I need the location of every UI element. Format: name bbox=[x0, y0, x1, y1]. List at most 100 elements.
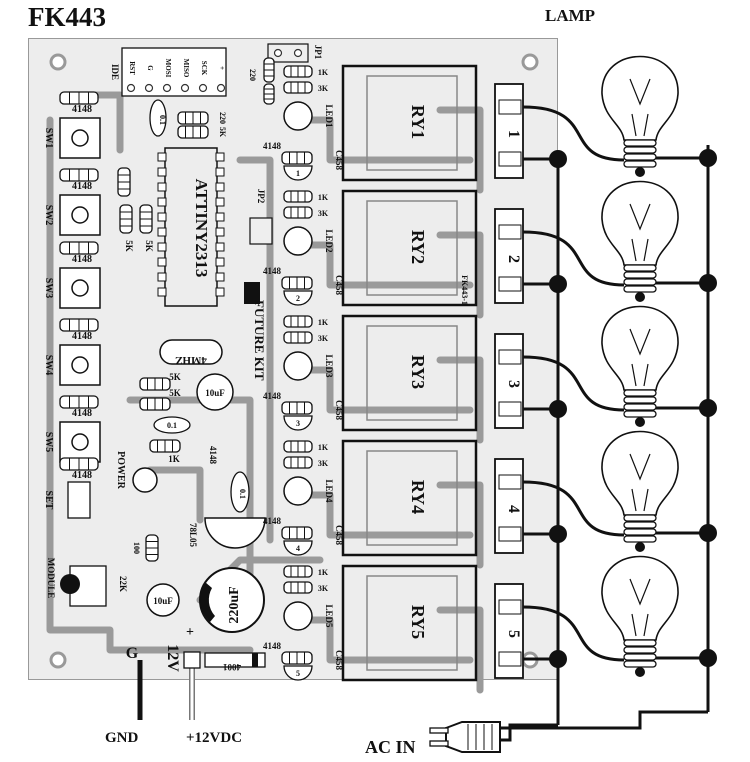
jp2-label: JP2 bbox=[256, 189, 266, 204]
ic-pin bbox=[215, 272, 225, 282]
ic-pin bbox=[215, 242, 225, 252]
res-220-label: 220 bbox=[248, 69, 257, 81]
set-jumper bbox=[67, 481, 91, 519]
lamp-base bbox=[623, 535, 657, 543]
lamp-contact bbox=[635, 667, 645, 677]
lamp-base bbox=[623, 653, 657, 661]
kit-code-label: FK443-1 bbox=[460, 275, 469, 305]
ic-pin bbox=[157, 212, 167, 222]
jumper-pad bbox=[273, 48, 283, 58]
lamp-base bbox=[623, 285, 657, 293]
led-label: LED3 bbox=[324, 354, 334, 378]
transistor-number: 2 bbox=[296, 294, 300, 303]
lamp-contact bbox=[635, 167, 645, 177]
ic-pin bbox=[157, 272, 167, 282]
ide-header bbox=[121, 47, 227, 97]
header-pad bbox=[162, 83, 172, 93]
capacitor-0.1 bbox=[230, 471, 250, 513]
terminal-number: 1 bbox=[505, 130, 522, 138]
status-led bbox=[283, 476, 313, 506]
switch-button bbox=[71, 279, 89, 297]
relay-inner bbox=[366, 575, 458, 671]
lamp-base bbox=[623, 521, 657, 529]
switch-label: SW4 bbox=[43, 355, 54, 376]
ic-label: ATTINY2313 bbox=[192, 179, 211, 278]
module-label: MODULE bbox=[46, 558, 56, 599]
status-led bbox=[283, 601, 313, 631]
res-3k-label: 3K bbox=[318, 209, 329, 218]
res-5k-label: 5K bbox=[144, 240, 154, 252]
header-pin-label: + bbox=[218, 66, 226, 70]
lamp-base bbox=[623, 153, 657, 161]
cap-0.1-label: 0.1 bbox=[158, 115, 167, 125]
ac-plug-prong bbox=[429, 740, 449, 747]
res-3k-label: 3K bbox=[318, 459, 329, 468]
diode-4001-label: 4001 bbox=[223, 662, 242, 672]
transistor-label: C458 bbox=[334, 275, 344, 295]
diode-label: 4148 bbox=[263, 266, 282, 276]
regulator-label: 78L05 bbox=[188, 523, 198, 548]
jumper-jp1 bbox=[267, 43, 309, 63]
lamp-base bbox=[623, 264, 657, 272]
relay-body bbox=[341, 314, 478, 432]
status-led bbox=[283, 101, 313, 131]
ic-pin bbox=[157, 227, 167, 237]
header-pin-label: SCK bbox=[200, 61, 208, 76]
relay-inner bbox=[366, 325, 458, 421]
power-led bbox=[132, 467, 158, 493]
pcb-trace bbox=[296, 366, 474, 414]
lamp-bulb bbox=[601, 430, 679, 516]
pcb-trace bbox=[436, 606, 484, 694]
lamp-filament bbox=[629, 78, 651, 137]
ic-pin bbox=[215, 257, 225, 267]
relay-body bbox=[341, 189, 478, 307]
lamp-base bbox=[623, 639, 657, 647]
header-pad bbox=[216, 83, 226, 93]
capacitor-220uf-band bbox=[200, 582, 215, 622]
res-3k-label: 3K bbox=[318, 84, 329, 93]
ac-plug-prong bbox=[429, 727, 449, 734]
crystal bbox=[159, 339, 223, 365]
res-22k-label: 22K bbox=[118, 576, 128, 592]
cap-0.1-label: 0.1 bbox=[167, 421, 177, 430]
cap-0.1-label: 0.1 bbox=[238, 489, 247, 499]
vdc-label: +12VDC bbox=[186, 730, 243, 746]
relay-inner bbox=[366, 450, 458, 546]
capacitor-10uf bbox=[146, 583, 180, 617]
terminal-screw bbox=[498, 224, 522, 240]
lamp-wire bbox=[522, 480, 625, 537]
ic-pin bbox=[157, 257, 167, 267]
lamp-base bbox=[623, 410, 657, 418]
res-3k-label: 3K bbox=[318, 584, 329, 593]
header-pin-label: MOSI bbox=[164, 59, 172, 78]
res-5k-label: 5K bbox=[169, 372, 181, 382]
res-100-label: 100 bbox=[132, 542, 141, 554]
header-pad bbox=[126, 83, 136, 93]
ac-wire bbox=[500, 710, 708, 730]
diode-label: 4148 bbox=[263, 516, 282, 526]
ac-wire bbox=[500, 723, 558, 742]
lamp-base bbox=[623, 389, 657, 397]
pcb-trace bbox=[436, 356, 484, 444]
ic-pin bbox=[157, 152, 167, 162]
relay-label: RY1 bbox=[408, 105, 428, 139]
jp1-label: JP1 bbox=[313, 45, 323, 60]
ic-body bbox=[164, 147, 218, 307]
jumper-jp2 bbox=[249, 217, 273, 245]
res-1k-label: 1K bbox=[168, 454, 180, 464]
mounting-hole bbox=[49, 53, 67, 71]
capacitor-0.1 bbox=[149, 99, 167, 137]
res-3k-label: 3K bbox=[318, 334, 329, 343]
diode-label: 4148 bbox=[263, 141, 282, 151]
transistor-c458 bbox=[283, 290, 313, 306]
terminal-screw bbox=[498, 651, 522, 667]
12v-label: 12V bbox=[164, 644, 181, 672]
led-label: LED5 bbox=[324, 604, 334, 628]
terminal-screw bbox=[498, 349, 522, 365]
capacitor-0.1 bbox=[153, 416, 191, 434]
plus-label: + bbox=[186, 625, 194, 640]
transistor-label: C458 bbox=[334, 650, 344, 670]
transistor-number: 5 bbox=[296, 669, 300, 678]
lamp-base bbox=[623, 139, 657, 147]
